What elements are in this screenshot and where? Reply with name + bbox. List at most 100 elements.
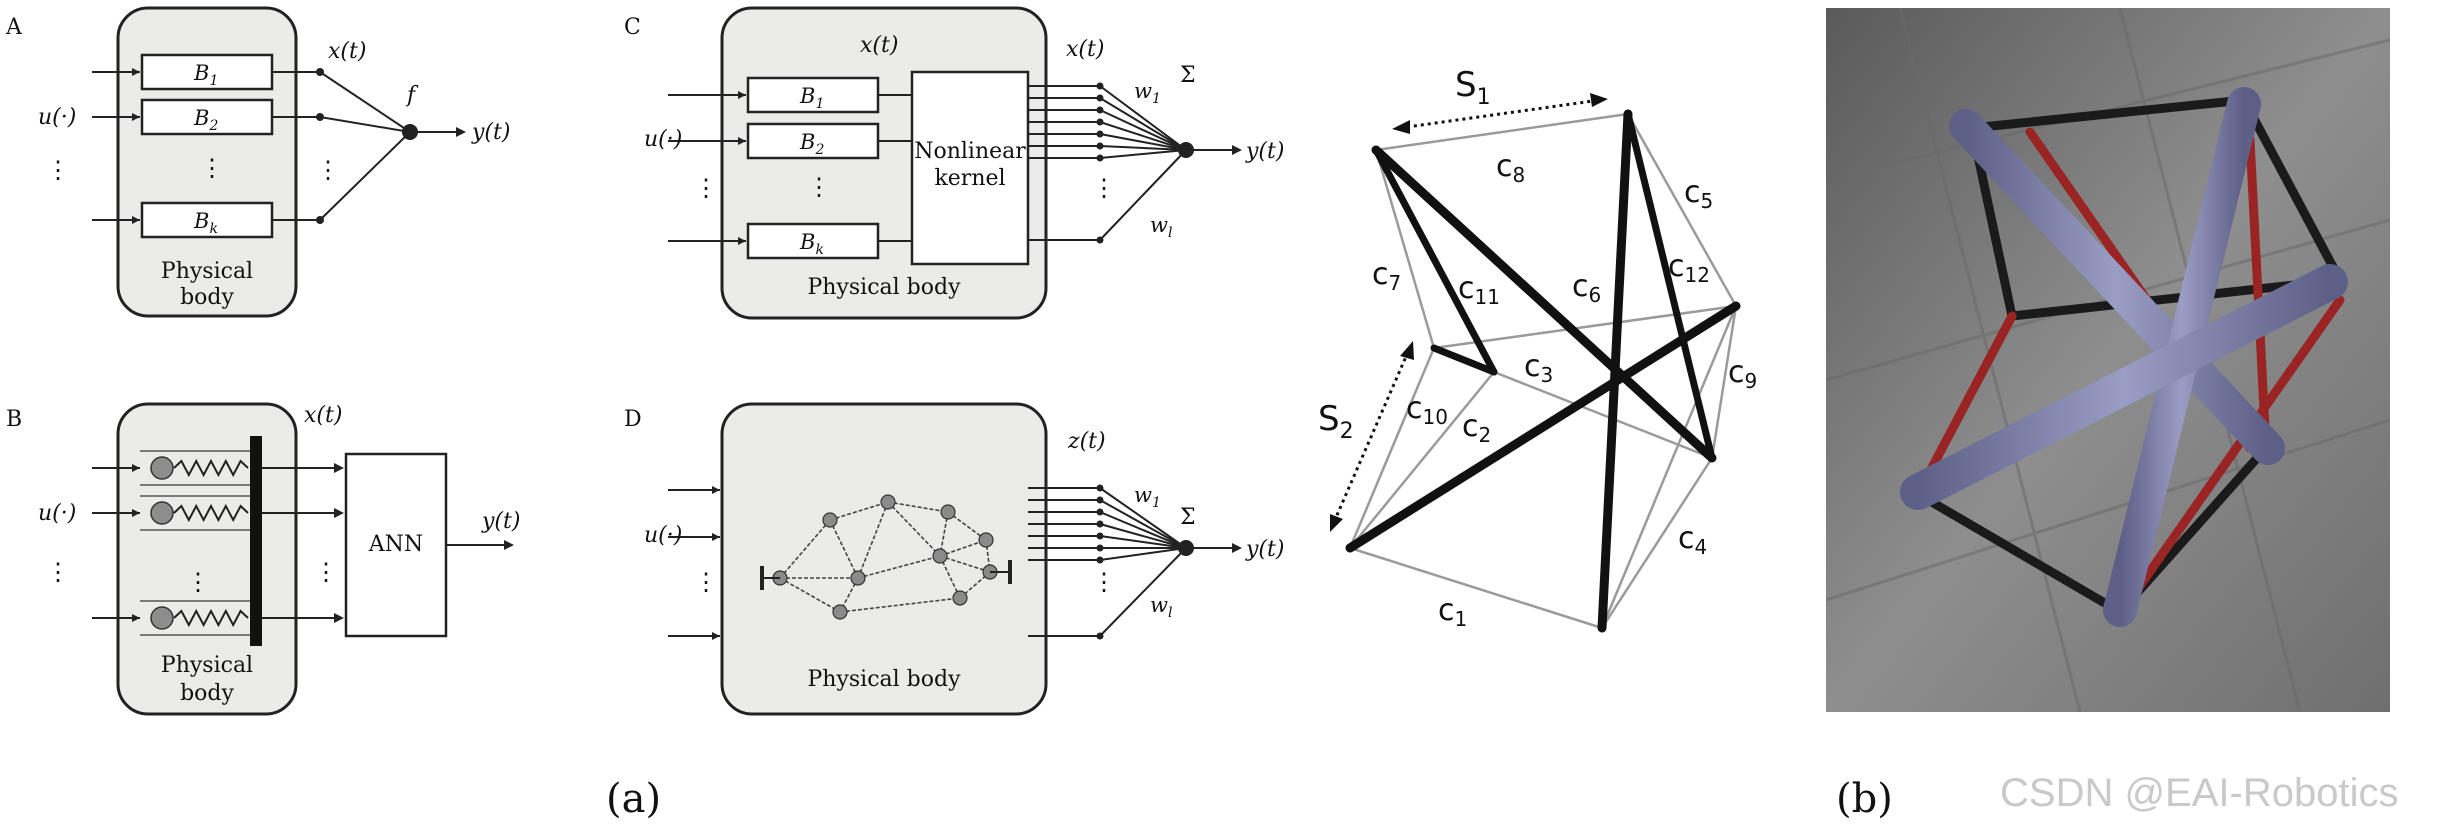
panel-a-xt-label: x(t) xyxy=(328,39,366,64)
network-mass-2 xyxy=(880,494,896,510)
network-mass-6 xyxy=(932,548,948,564)
tensegrity-s1-label: S1 xyxy=(1455,65,1491,110)
panel-a-body-label-1: Physical xyxy=(161,259,253,284)
fan-weight-line-7 xyxy=(1099,149,1187,241)
fan-weight-line-3 xyxy=(1099,121,1187,151)
spring-mass-1 xyxy=(150,456,174,480)
spring-coil-3 xyxy=(173,608,249,628)
spring-coil-2 xyxy=(173,503,249,523)
panel-b-mass-springs xyxy=(140,450,250,636)
panel-a-body-label-2: body xyxy=(180,285,234,310)
spring-mass-2 xyxy=(150,501,174,525)
network-spring-16 xyxy=(939,555,991,573)
network-mass-3 xyxy=(940,504,956,520)
fan-weight-line-0 xyxy=(1099,487,1187,549)
panel-d-spring-network xyxy=(760,494,1012,620)
panel-b-readout-bar xyxy=(250,436,262,646)
caption-b: (b) xyxy=(1836,776,1893,822)
fan-weight-line-4 xyxy=(1099,133,1187,151)
network-spring-17 xyxy=(887,501,941,557)
cable-label-c9: c9 xyxy=(1728,355,1757,393)
panel-c-b2-label: B2 xyxy=(799,130,824,158)
panel-a-block-b2 xyxy=(140,98,274,136)
tensegrity-cables xyxy=(1348,112,1738,630)
network-mass-7 xyxy=(952,590,968,606)
panel-c-block-b1 xyxy=(746,76,880,114)
cable-label-c8: c8 xyxy=(1496,149,1525,187)
panel-a-vdots-inner: ⋮ xyxy=(200,154,224,182)
fan-weight-line-1 xyxy=(1099,97,1187,151)
panel-b-vdots-right: ⋮ xyxy=(314,558,338,586)
network-spring-6 xyxy=(829,519,859,579)
cable-label-c4: c4 xyxy=(1678,521,1707,559)
panel-b-ann-box xyxy=(344,452,448,638)
network-mass-1 xyxy=(822,512,838,528)
tensegrity-diagram: S1 S2 c1 c2 c3 c4 c5 c6 c7 c8 c9 c10 c11… xyxy=(1318,65,1757,633)
tensegrity-render-photo xyxy=(1826,8,2390,712)
cable-label-c11: c11 xyxy=(1458,271,1500,309)
panel-b-ann-label: ANN xyxy=(368,532,423,557)
panel-a-f-label: f xyxy=(405,83,419,108)
panel-c-body-label: Physical body xyxy=(807,275,961,300)
panel-c-b1-label: B1 xyxy=(799,84,824,112)
fan-weight-line-5 xyxy=(1099,145,1187,151)
panel-c-tag: C xyxy=(624,15,641,40)
panel-c-kernel-box xyxy=(910,70,1030,266)
panel-d-vdots-left: ⋮ xyxy=(694,568,718,596)
cable-label-c2: c2 xyxy=(1462,409,1491,447)
network-mass-4 xyxy=(978,532,994,548)
tensegrity-struts xyxy=(1345,109,1741,633)
panel-c-input-label: u(·) xyxy=(644,127,682,152)
panel-c-vdots-right: ⋮ xyxy=(1092,174,1116,202)
panel-c: C B1 B2 Bk ⋮ Nonlinear kernel x(t) Physi… xyxy=(624,6,1284,320)
network-spring-10 xyxy=(939,539,987,557)
panel-b-vdots-left: ⋮ xyxy=(46,558,70,586)
panel-a-yt-label: y(t) xyxy=(471,120,510,145)
cable-label-c3: c3 xyxy=(1524,349,1553,387)
cable-label-c12: c12 xyxy=(1668,249,1710,287)
network-spring-0 xyxy=(779,519,831,579)
panel-a-block-bk xyxy=(140,201,274,239)
panel-a-block-b1 xyxy=(140,53,274,91)
fan-weight-line-4 xyxy=(1099,535,1187,549)
spring-coil-1 xyxy=(173,458,249,478)
panel-a-bk-label: Bk xyxy=(193,209,218,237)
fan-weight-line-6 xyxy=(1099,149,1187,159)
panel-b-vdots-inner: ⋮ xyxy=(186,568,210,596)
panel-c-wl-label: wl xyxy=(1150,213,1172,241)
network-spring-14 xyxy=(839,597,961,613)
panel-a-tag: A xyxy=(5,15,23,40)
panel-c-w1-label: w1 xyxy=(1134,79,1161,107)
panel-c-bk-label: Bk xyxy=(799,230,824,258)
panel-d-output-fan xyxy=(1028,484,1187,640)
panel-c-yt-label: y(t) xyxy=(1245,139,1284,164)
panel-a-vdots-left: ⋮ xyxy=(46,156,70,184)
panel-c-vdots-inner: ⋮ xyxy=(807,173,831,201)
panel-a-b2-label: B2 xyxy=(193,106,218,134)
panel-c-xt-outer-label: x(t) xyxy=(1066,37,1104,62)
fan-weight-line-2 xyxy=(1099,511,1187,549)
network-spring-3 xyxy=(947,511,987,541)
tensegrity-s2-label: S2 xyxy=(1318,399,1354,444)
cable-label-c5: c5 xyxy=(1684,175,1713,213)
panel-d-vdots-right: ⋮ xyxy=(1092,568,1116,596)
panel-b-input-label: u(·) xyxy=(38,501,76,526)
fan-weight-line-6 xyxy=(1099,547,1187,561)
network-spring-7 xyxy=(857,501,889,579)
panel-a: A B1 B2 Bk ⋮ Physical body u(·) ⋮ ⋮ x(t)… xyxy=(5,6,510,318)
cable-label-c7: c7 xyxy=(1372,257,1401,295)
panel-d-tag: D xyxy=(624,407,642,432)
network-spring-15 xyxy=(779,577,841,613)
spring-mass-3 xyxy=(150,606,174,630)
cable-label-c6: c6 xyxy=(1572,269,1601,307)
network-spring-11 xyxy=(939,555,961,599)
panel-c-output-fan xyxy=(1028,82,1187,244)
panel-b-body-label-1: Physical xyxy=(161,653,253,678)
panel-d-input-label: u(·) xyxy=(644,523,682,548)
panel-c-sigma-label: Σ xyxy=(1180,63,1196,88)
network-mass-5 xyxy=(850,570,866,586)
network-spring-1 xyxy=(829,501,889,521)
fan-weight-line-1 xyxy=(1099,499,1187,549)
panel-b-tag: B xyxy=(6,407,22,432)
panel-b: B ⋮ Physical body u(·) ⋮ ⋮ x(t) ANN y(t) xyxy=(6,402,520,716)
